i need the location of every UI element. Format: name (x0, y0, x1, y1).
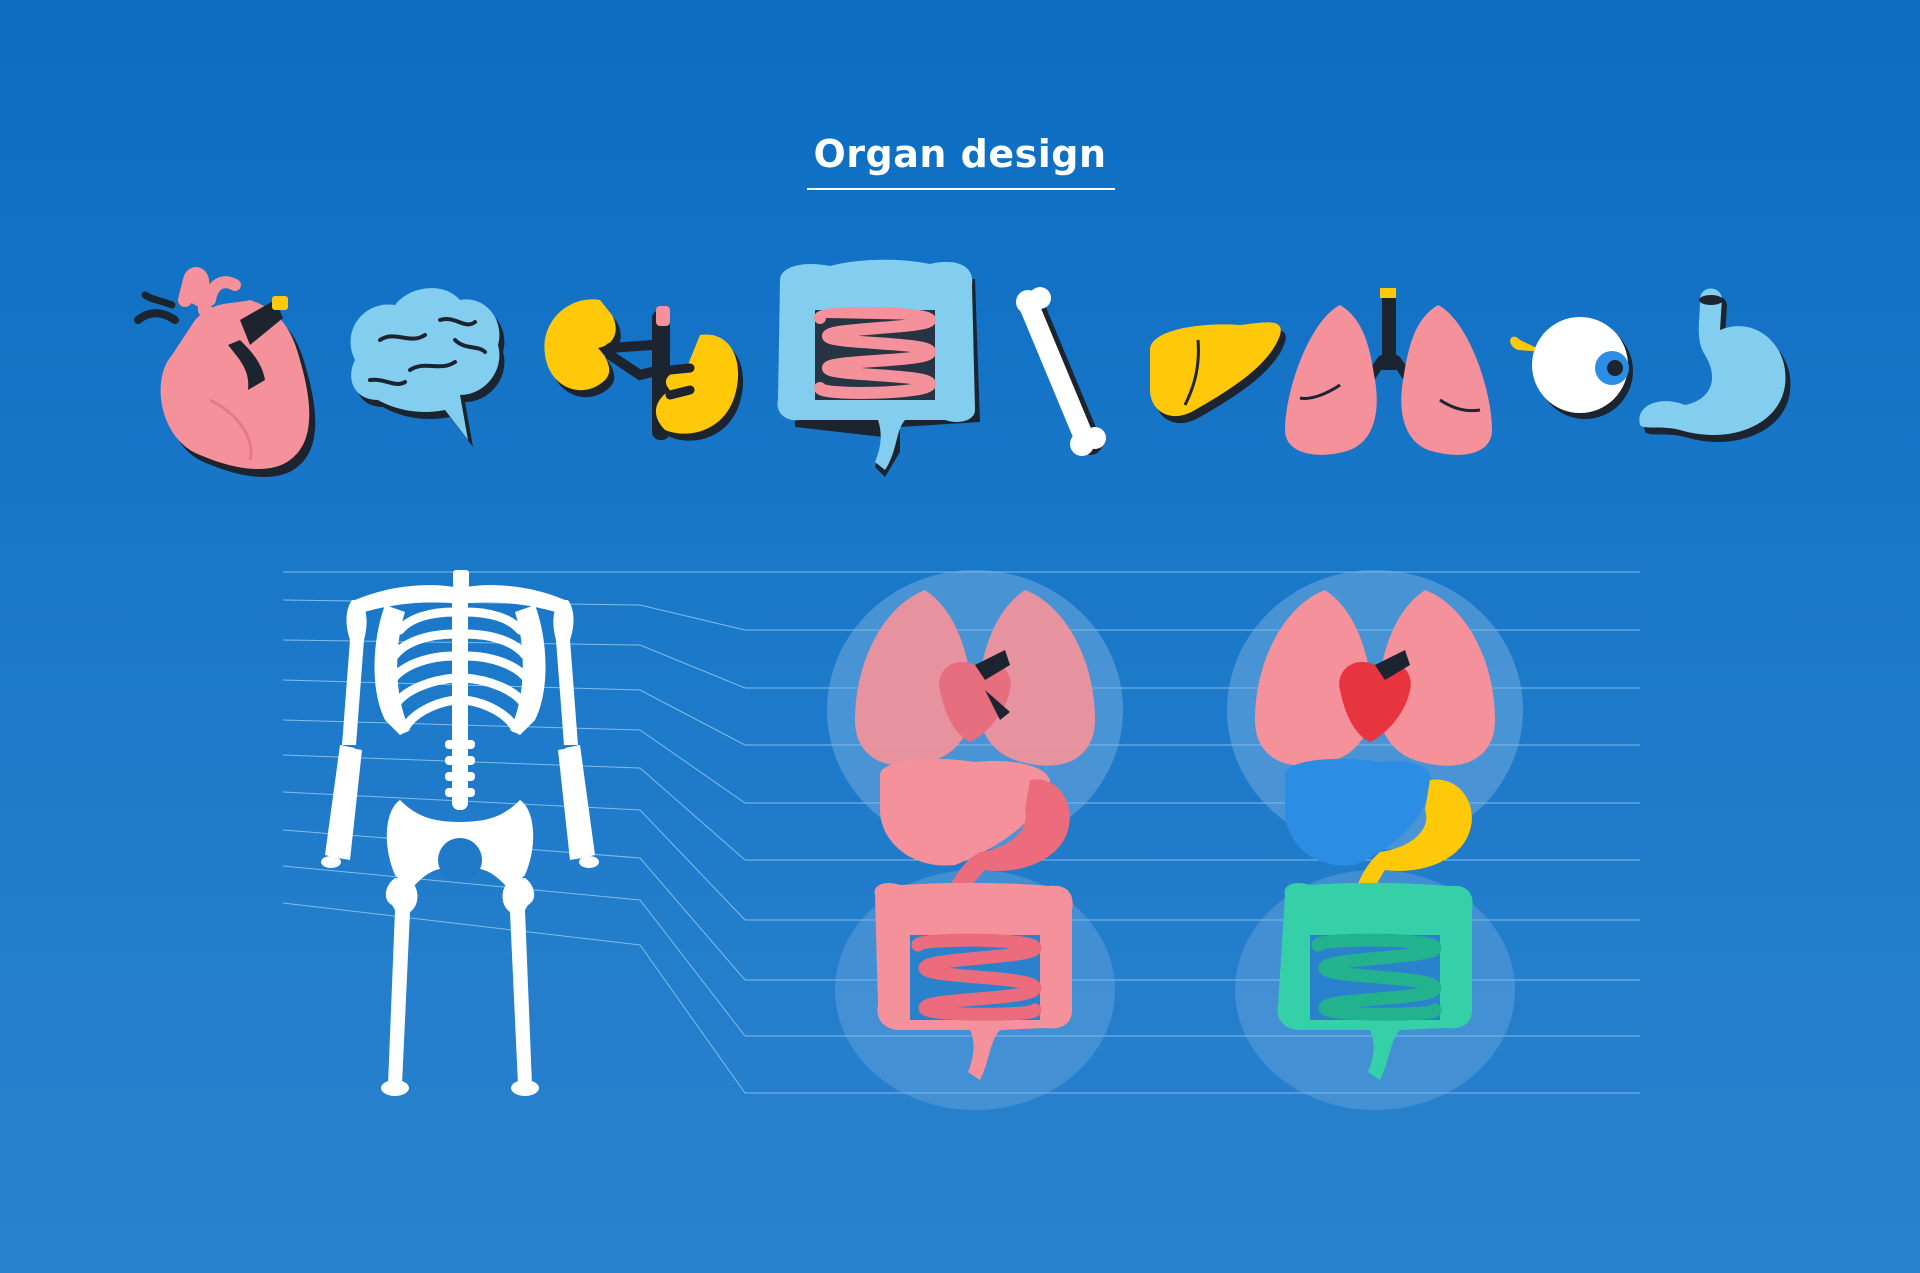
liver-icon (1150, 322, 1286, 424)
title-underline (807, 188, 1115, 190)
heart-icon (134, 267, 316, 478)
eye-icon (1510, 317, 1633, 419)
page-title: Organ design (813, 132, 1107, 176)
skeleton (321, 570, 599, 1096)
bone-icon (1016, 287, 1106, 456)
brain-icon (350, 288, 505, 447)
organs-color (1227, 570, 1523, 1110)
lungs-icon (1285, 288, 1492, 455)
intestines-icon (777, 259, 980, 477)
kidneys-icon (544, 299, 744, 441)
stomach-icon (1639, 288, 1791, 442)
organs-pink (827, 570, 1123, 1110)
